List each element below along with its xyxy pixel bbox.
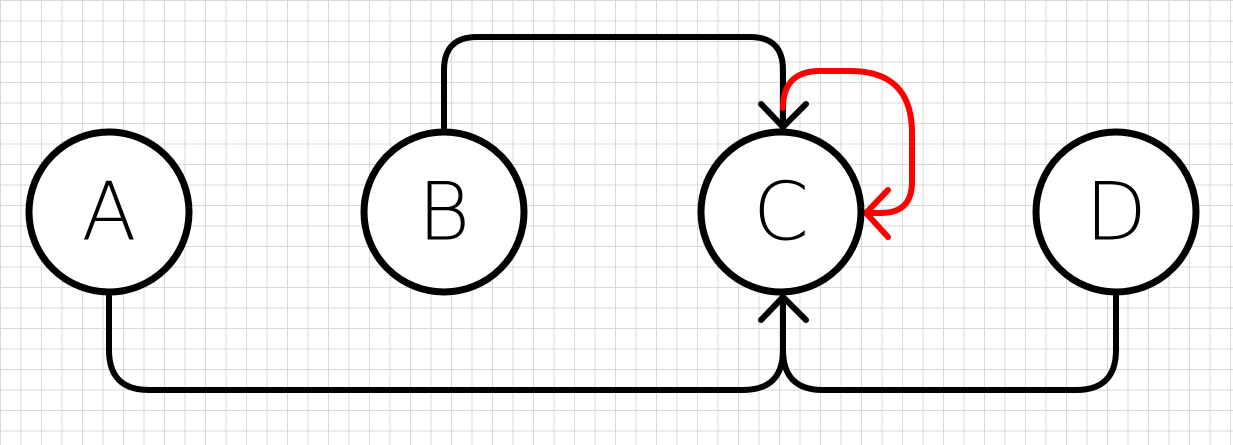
node-a-circle <box>25 128 193 296</box>
edge-a-to-c-line <box>106 293 786 393</box>
edge-b-to-c-line <box>441 34 786 131</box>
edge-d-to-c-line <box>780 293 1119 393</box>
edge-c-to-c-arrowhead <box>863 187 891 240</box>
node-d: D <box>1032 128 1200 296</box>
node-c-label: C <box>753 166 809 259</box>
edge-a-to-c <box>106 293 809 393</box>
edge-c-to-c-self-loop <box>780 68 915 240</box>
node-a-label: A <box>82 166 137 259</box>
nodes-layer: A B C D <box>25 128 1200 296</box>
node-c: C <box>697 128 865 296</box>
edge-b-to-c-arrowhead <box>758 101 809 130</box>
edges-layer <box>106 34 1119 393</box>
node-a: A <box>25 128 193 296</box>
edge-d-to-c <box>780 293 1119 393</box>
edge-c-to-c-line <box>780 68 915 216</box>
node-b-label: B <box>418 166 470 259</box>
node-d-circle <box>1032 128 1200 296</box>
edge-a-to-c-arrowhead <box>758 294 809 323</box>
node-b: B <box>360 128 528 296</box>
node-d-label: D <box>1085 166 1147 259</box>
node-c-circle <box>697 128 865 296</box>
edge-b-to-c <box>441 34 809 131</box>
node-b-circle <box>360 128 528 296</box>
